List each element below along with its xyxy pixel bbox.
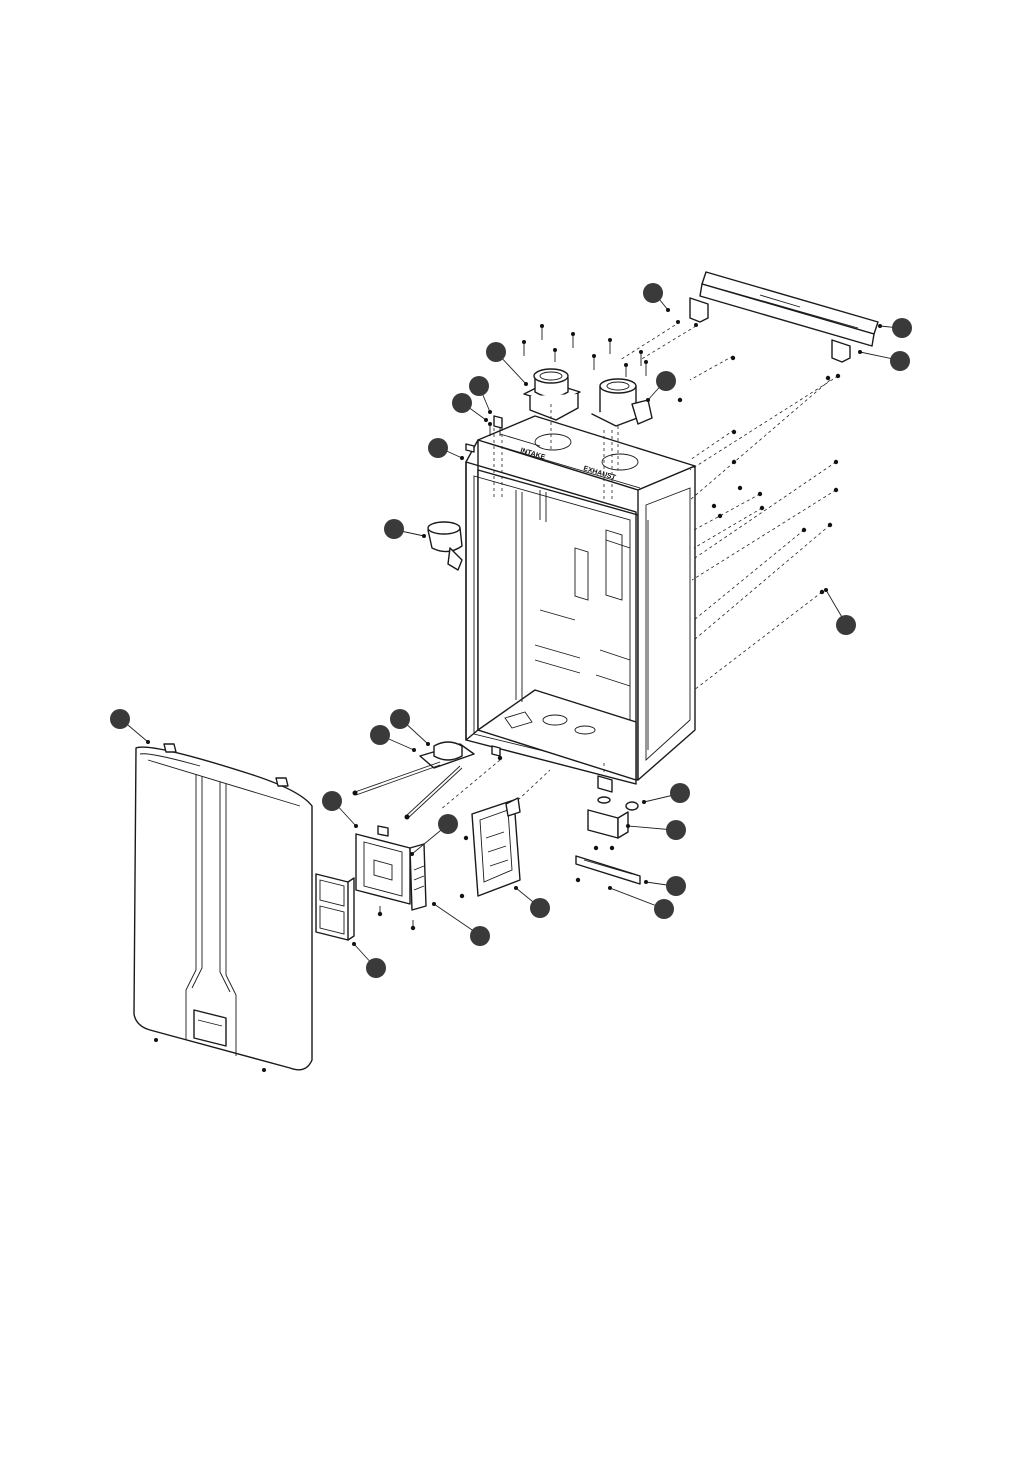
screw-set-right <box>678 356 840 690</box>
callout-10 <box>824 588 856 635</box>
callout-9 <box>384 519 426 539</box>
callout-21 <box>432 902 490 946</box>
callout-8 <box>428 438 464 460</box>
callout-14 <box>322 791 358 828</box>
callout-7 <box>452 393 488 422</box>
combustion-fan-part <box>428 522 462 570</box>
callout-3 <box>858 350 910 371</box>
callout-2 <box>878 318 912 338</box>
callout-1 <box>643 283 670 312</box>
callout-15 <box>410 814 458 856</box>
igniter-assembly <box>353 742 475 820</box>
wall-mount-bracket <box>690 272 878 362</box>
callout-5 <box>646 371 676 402</box>
intake-collar <box>524 369 580 420</box>
controller-panel <box>316 874 354 940</box>
pcb-board <box>472 798 520 896</box>
callout-11 <box>110 709 150 744</box>
cabinet-frame: INTAKE EXHAUST <box>466 416 695 784</box>
callout-19 <box>608 886 674 919</box>
callout-16 <box>642 783 690 804</box>
callout-18 <box>644 876 686 896</box>
callout-6 <box>469 376 492 414</box>
valve-bracket <box>356 826 426 910</box>
callout-13 <box>370 725 416 752</box>
callout-12 <box>390 709 430 746</box>
callout-22 <box>352 942 386 978</box>
front-cover <box>134 744 312 1070</box>
callout-4 <box>486 342 528 386</box>
exhaust-collar <box>592 379 652 426</box>
callout-17 <box>626 820 686 840</box>
callout-20 <box>514 886 550 918</box>
